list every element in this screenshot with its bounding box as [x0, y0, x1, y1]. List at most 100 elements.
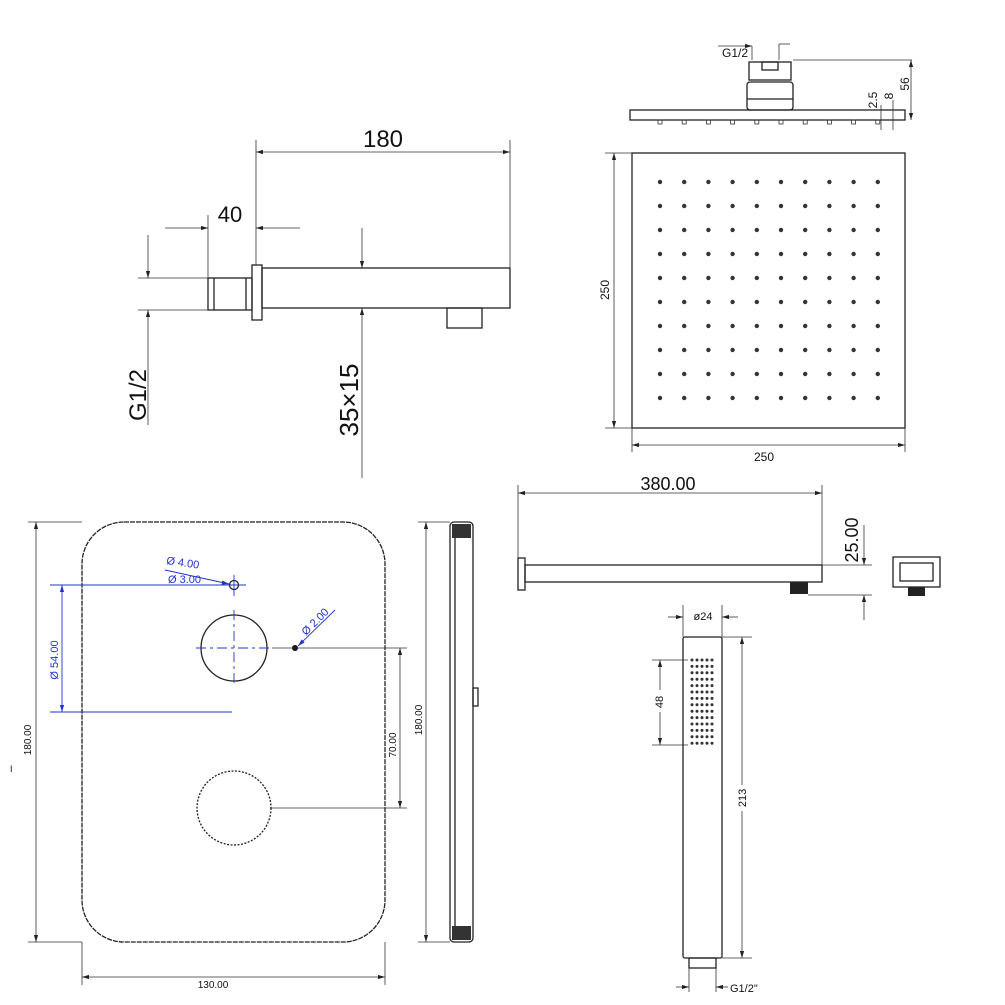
dim-2-5: 2.5 [866, 91, 880, 108]
spray-dot [705, 658, 709, 662]
spray-dot [690, 671, 694, 675]
nozzle-dot [730, 275, 735, 281]
spray-dot [705, 735, 709, 739]
spray-dot [710, 690, 714, 694]
nozzle-dot [851, 227, 856, 233]
spray-dot [695, 658, 699, 662]
spray-dot [690, 722, 694, 726]
nozzle-dot [803, 179, 808, 185]
spray-dot [690, 716, 694, 720]
dim-250-width: 250 [754, 450, 774, 464]
nozzle-dot [682, 299, 687, 305]
nozzle-dot [682, 275, 687, 281]
nozzle-dot [754, 299, 759, 305]
nozzle-dot [754, 227, 759, 233]
spray-dot [690, 664, 694, 668]
spray-dot [705, 690, 709, 694]
spray-dot [695, 728, 699, 732]
spray-dot [705, 664, 709, 668]
short-arm-side-view: 180 40 G1/2 35×15 [125, 126, 511, 478]
spray-dot [710, 684, 714, 688]
shower-head-top-view: 250 250 [598, 152, 906, 464]
spray-dot [700, 671, 704, 675]
spray-dot [705, 716, 709, 720]
spray-dot [700, 722, 704, 726]
nozzle-dot [851, 395, 856, 401]
nozzle-dot [875, 227, 880, 233]
spray-dot [700, 658, 704, 662]
nozzle-dot [754, 323, 759, 329]
nozzle-dot [803, 227, 808, 233]
nozzle-dot [682, 227, 687, 233]
head-thread-label: G1/2 [722, 46, 748, 60]
spray-dot [690, 690, 694, 694]
nozzle-dot [657, 299, 663, 305]
spray-dot [695, 709, 699, 713]
nozzle-dot [706, 395, 711, 401]
spray-dot [690, 709, 694, 713]
nozzle-dot [803, 275, 808, 281]
nozzle-dot [851, 347, 856, 353]
nozzle-tip [827, 119, 832, 125]
nozzle-dot [682, 179, 687, 185]
spray-dot [700, 741, 704, 745]
nozzle-dot [851, 371, 856, 377]
dim-8: 8 [882, 92, 896, 99]
spray-dot [700, 677, 704, 681]
nozzle-dot [657, 395, 663, 401]
spray-dot [710, 709, 714, 713]
nozzle-dot [875, 179, 880, 185]
nozzle-dot [851, 251, 856, 257]
nozzle-dot [730, 323, 735, 329]
spray-dot [690, 703, 694, 707]
nozzle-dot [875, 323, 880, 329]
nozzle-dot [754, 251, 759, 257]
nozzle-tip [875, 119, 881, 125]
nozzle-dot [730, 371, 735, 377]
spray-dot [700, 703, 704, 707]
spray-dot [700, 709, 704, 713]
nozzle-dot [730, 179, 735, 185]
dim-dia-3: Ø 3.00 [168, 574, 201, 586]
spray-dot [700, 735, 704, 739]
nozzle-dot [730, 299, 735, 305]
spray-dot [695, 690, 699, 694]
dim-dia-54: Ø 54.00 [49, 640, 61, 679]
spray-dot [700, 664, 704, 668]
nozzle-dot [754, 395, 759, 401]
dim-180-right: 180.00 [414, 704, 425, 735]
spray-dot [700, 684, 704, 688]
dim-130: 130.00 [198, 980, 229, 991]
nozzle-dot [754, 347, 759, 353]
spray-dot [695, 703, 699, 707]
spray-dot [690, 696, 694, 700]
spray-dot [710, 728, 714, 732]
nozzle-dot [730, 227, 735, 233]
nozzle-dot [875, 251, 880, 257]
nozzle-dot [875, 371, 880, 377]
spray-dot [705, 696, 709, 700]
nozzle-dot [730, 395, 735, 401]
nozzle-tip [754, 119, 760, 125]
spray-dot [695, 671, 699, 675]
nozzle-dot [778, 323, 784, 329]
spray-dot [710, 658, 714, 662]
spray-dot [690, 658, 694, 662]
nozzle-dot [827, 299, 832, 305]
spray-dot [710, 664, 714, 668]
nozzle-dot [778, 275, 784, 281]
nozzle-dot [754, 371, 759, 377]
shower-head-side-view: G1/2 56 8 2.5 [629, 43, 914, 130]
nozzle-tip [706, 119, 711, 125]
spray-dot [695, 696, 699, 700]
nozzle-dot [657, 251, 663, 257]
spray-dot [705, 709, 709, 713]
spray-dot [710, 741, 714, 745]
nozzle-dot [778, 179, 784, 185]
spray-dot [695, 677, 699, 681]
dim-dia-4: Ø 4.00 [166, 555, 200, 571]
spray-dot [690, 684, 694, 688]
nozzle-dot [851, 179, 856, 185]
nozzle-dot [657, 371, 663, 377]
spray-dot [705, 703, 709, 707]
